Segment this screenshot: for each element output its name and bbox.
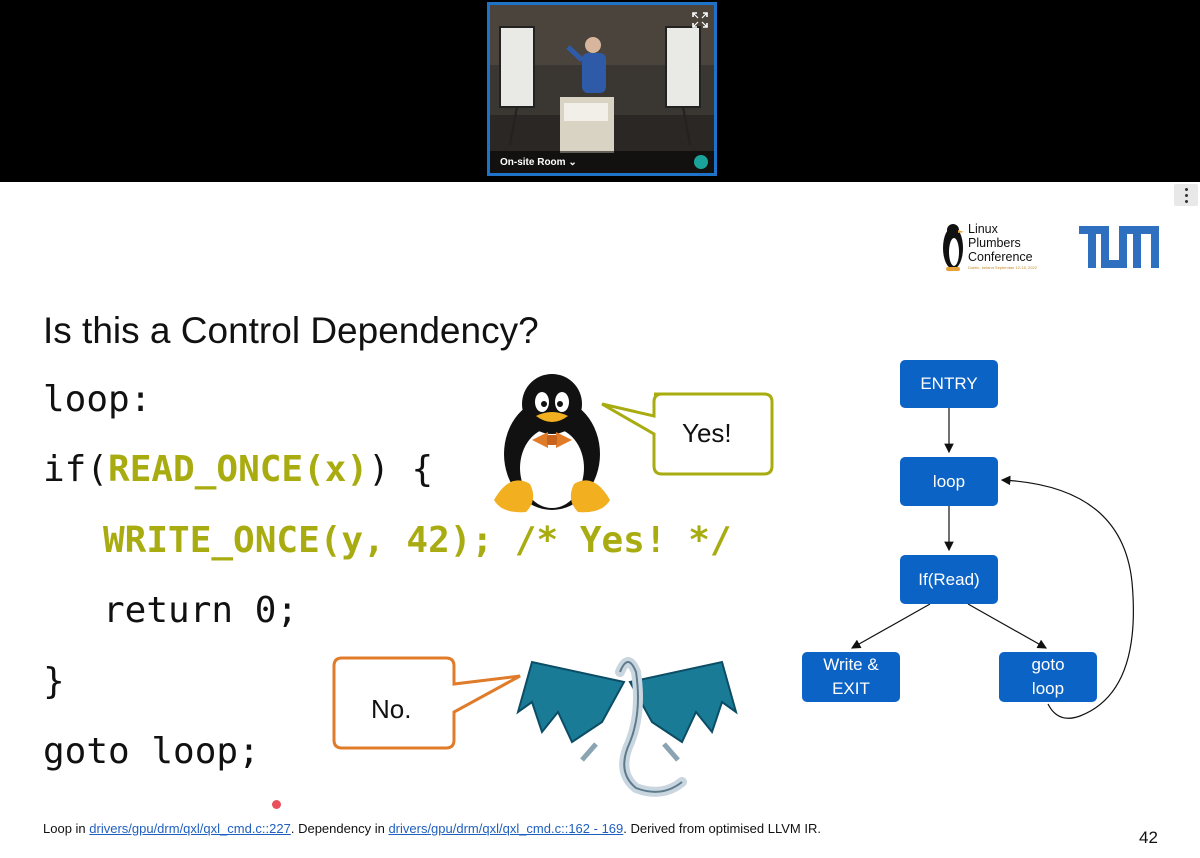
tux-penguin-icon xyxy=(494,374,610,513)
expand-icon[interactable] xyxy=(692,12,708,28)
code-line-4: return 0; xyxy=(103,590,299,631)
link-dependency-source[interactable]: drivers/gpu/drm/qxl/qxl_cmd.c::162 - 169 xyxy=(388,821,624,836)
no-speech-bubble xyxy=(332,656,521,750)
penguin-logo-icon xyxy=(943,224,964,271)
more-options-button[interactable] xyxy=(1174,184,1198,206)
microphone-icon[interactable] xyxy=(694,155,708,169)
lpc-logo-text: Linux Plumbers Conference xyxy=(968,222,1033,264)
yes-speech-bubble xyxy=(601,392,774,476)
code-line-3: WRITE_ONCE(y, 42); /* Yes! */ xyxy=(103,520,732,561)
yes-bubble-text: Yes! xyxy=(682,418,732,448)
flow-node-write-exit: Write &EXIT xyxy=(802,652,900,702)
code-line-2: if(READ_ONCE(x)) { xyxy=(43,449,434,490)
code-keyword-read-once: READ_ONCE(x) xyxy=(108,449,369,490)
no-bubble-text: No. xyxy=(371,694,412,724)
slide-footnote: Loop in drivers/gpu/drm/qxl/qxl_cmd.c::2… xyxy=(43,821,821,836)
slide-title: Is this a Control Dependency? xyxy=(43,310,539,351)
llvm-dragon-icon xyxy=(516,657,738,797)
link-loop-source[interactable]: drivers/gpu/drm/qxl/qxl_cmd.c::227 xyxy=(89,821,291,836)
code-line-5: } xyxy=(43,661,65,702)
speaker-video-frame xyxy=(490,5,714,173)
room-selector[interactable]: On-site Room ⌄ xyxy=(500,157,577,168)
video-tile-footer: On-site Room ⌄ xyxy=(490,151,714,173)
flow-node-if-read: If(Read) xyxy=(900,555,998,604)
lpc-logo-subtitle: Dublin, Ireland September 12-15, 2022 xyxy=(968,265,1037,270)
video-strip: On-site Room ⌄ xyxy=(0,0,1200,182)
slide-page-number: 42 xyxy=(1139,828,1158,847)
speaker-video-tile[interactable]: On-site Room ⌄ xyxy=(487,2,717,176)
code-line-6: goto loop; xyxy=(43,731,260,772)
presentation-slide: Linux Plumbers Conference Dublin, Irelan… xyxy=(0,182,1200,858)
flow-node-entry: ENTRY xyxy=(900,360,998,408)
tum-logo xyxy=(1079,226,1159,268)
laser-pointer xyxy=(272,800,281,809)
lpc-logo: Linux Plumbers Conference Dublin, Irelan… xyxy=(940,220,1060,272)
code-line-1: loop: xyxy=(43,379,152,420)
control-flow-graph xyxy=(850,408,1134,719)
flow-node-loop: loop xyxy=(900,457,998,506)
